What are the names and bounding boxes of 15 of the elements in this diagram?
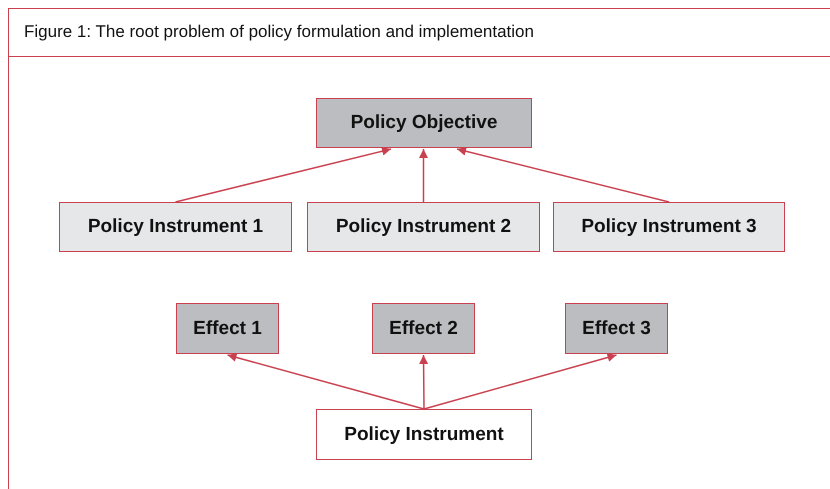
arrow <box>419 149 428 202</box>
arrow <box>419 355 428 409</box>
process-box: Effect 1 <box>176 303 279 354</box>
process-box: Policy Instrument 1 <box>59 202 292 252</box>
figure-title: Figure 1: The root problem of policy formulation and implementation <box>24 22 534 42</box>
process-box: Effect 3 <box>565 303 668 354</box>
arrow <box>424 353 617 410</box>
process-box: Policy Instrument 2 <box>307 202 540 252</box>
source-box: Policy Instrument <box>316 409 532 460</box>
process-box: Policy Instrument 3 <box>553 202 785 252</box>
arrow <box>175 146 392 203</box>
process-box: Policy Objective <box>316 98 532 148</box>
arrow <box>227 353 424 410</box>
process-box: Effect 2 <box>372 303 475 354</box>
arrow <box>456 146 670 203</box>
